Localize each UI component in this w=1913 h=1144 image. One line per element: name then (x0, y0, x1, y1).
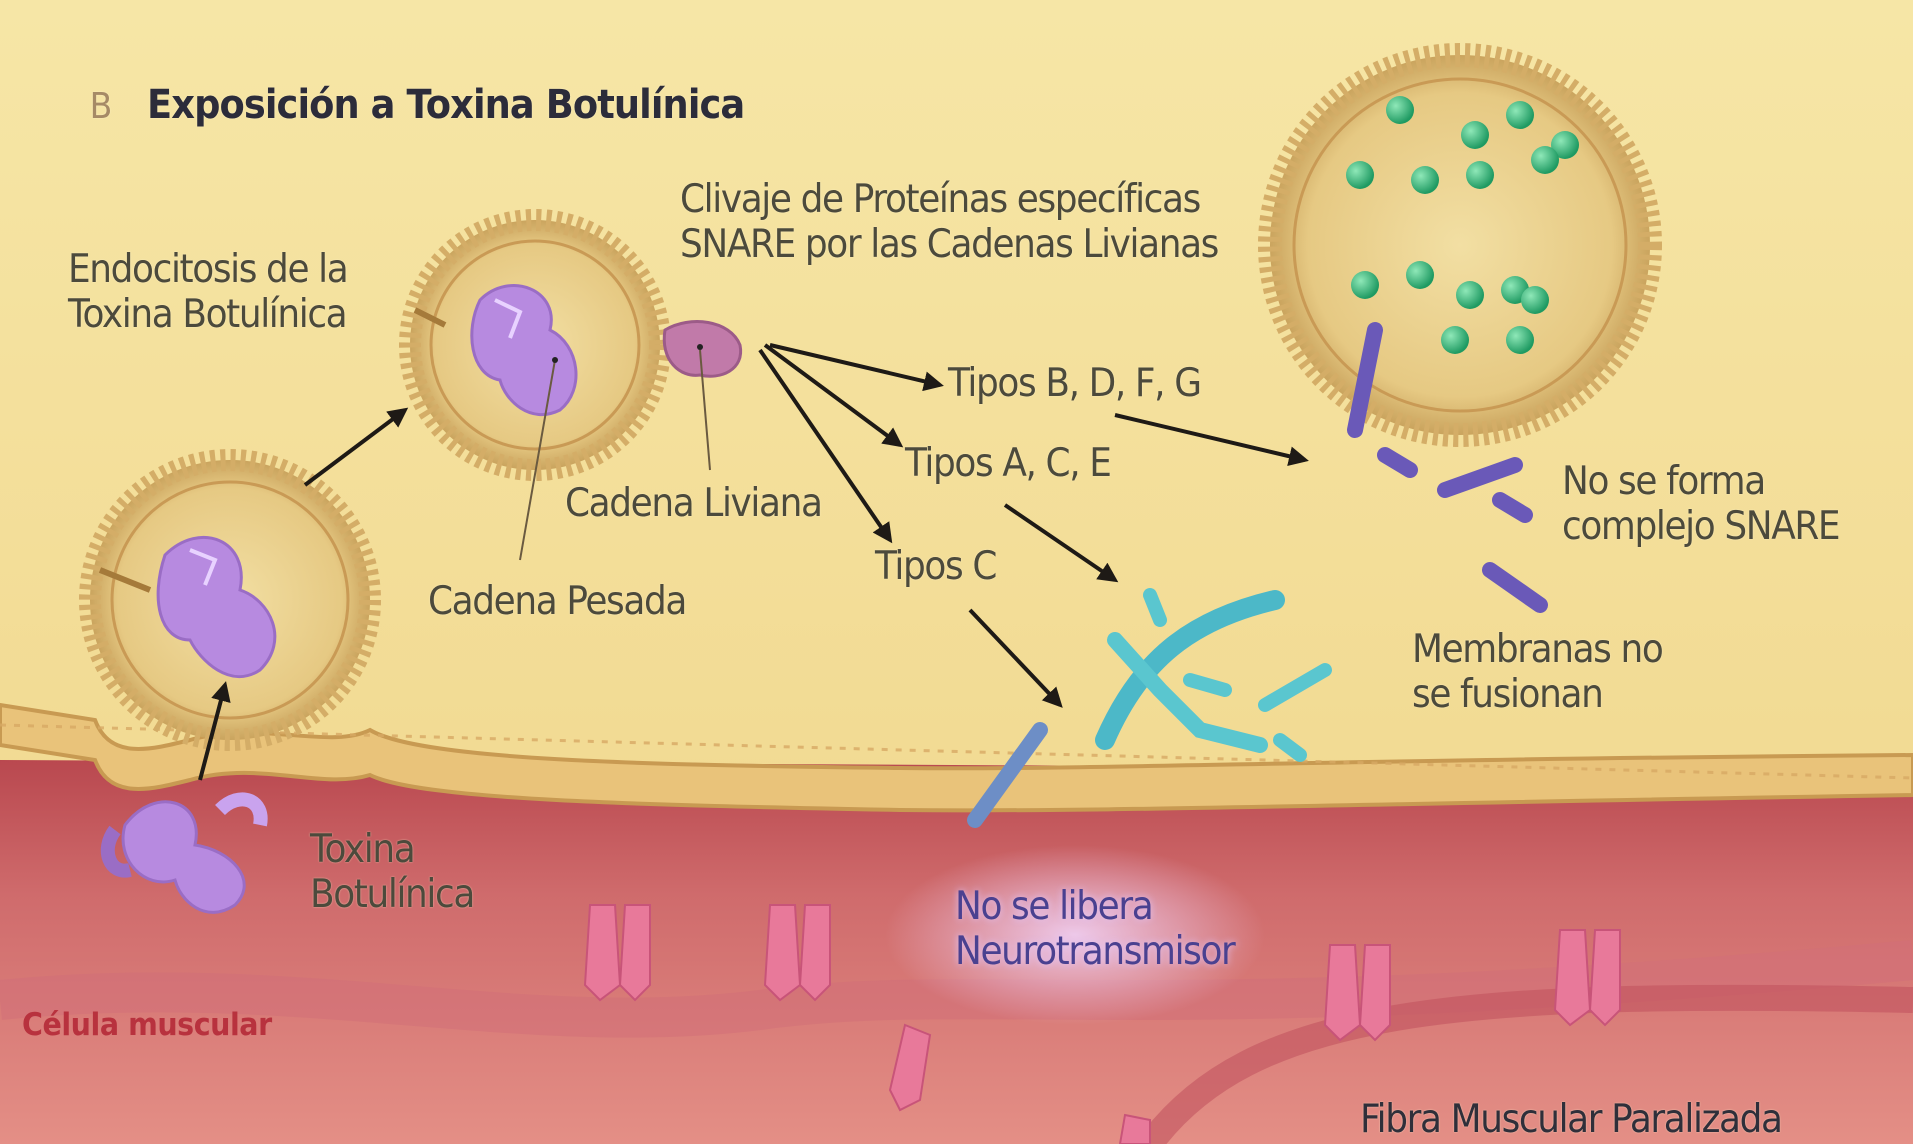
label-no-neurotransmisor: No se libera Neurotransmisor (955, 884, 1236, 974)
terminal-membrane (0, 702, 1913, 813)
label-fibra-paralizada: Fibra Muscular Paralizada (1360, 1097, 1783, 1142)
label-tipos-c: Tipos C (875, 544, 997, 589)
label-no-snare: No se forma complejo SNARE (1562, 459, 1841, 549)
flow-arrows (198, 343, 1309, 781)
label-celula-muscular: Célula muscular (22, 1007, 272, 1043)
free-toxin-molecule (100, 792, 268, 914)
label-cadena-liviana: Cadena Liviana (565, 481, 823, 526)
label-membranas: Membranas no se fusionan (1412, 627, 1664, 717)
label-tipos-bdfg: Tipos B, D, F, G (948, 361, 1202, 406)
panel-letter: B (89, 86, 113, 127)
endocytic-vesicle-middle (399, 209, 743, 561)
synaptic-vesicle (1258, 43, 1662, 447)
label-toxina: Toxina Botulínica (310, 827, 475, 917)
acetylcholine-receptors (583, 904, 1621, 1144)
figure-title: B Exposición a Toxina Botulínica (42, 36, 746, 174)
label-tipos-ace: Tipos A, C, E (905, 441, 1112, 486)
label-endocitosis: Endocitosis de la Toxina Botulínica (68, 247, 349, 337)
label-clivaje: Clivaje de Proteínas específicas SNARE p… (680, 177, 1219, 267)
label-cadena-pesada: Cadena Pesada (428, 579, 687, 624)
title-text: Exposición a Toxina Botulínica (147, 82, 745, 128)
endocytic-vesicle-left (79, 449, 381, 751)
snare-fragments-purple (1347, 322, 1548, 613)
snare-fragments-cyan (967, 588, 1332, 828)
